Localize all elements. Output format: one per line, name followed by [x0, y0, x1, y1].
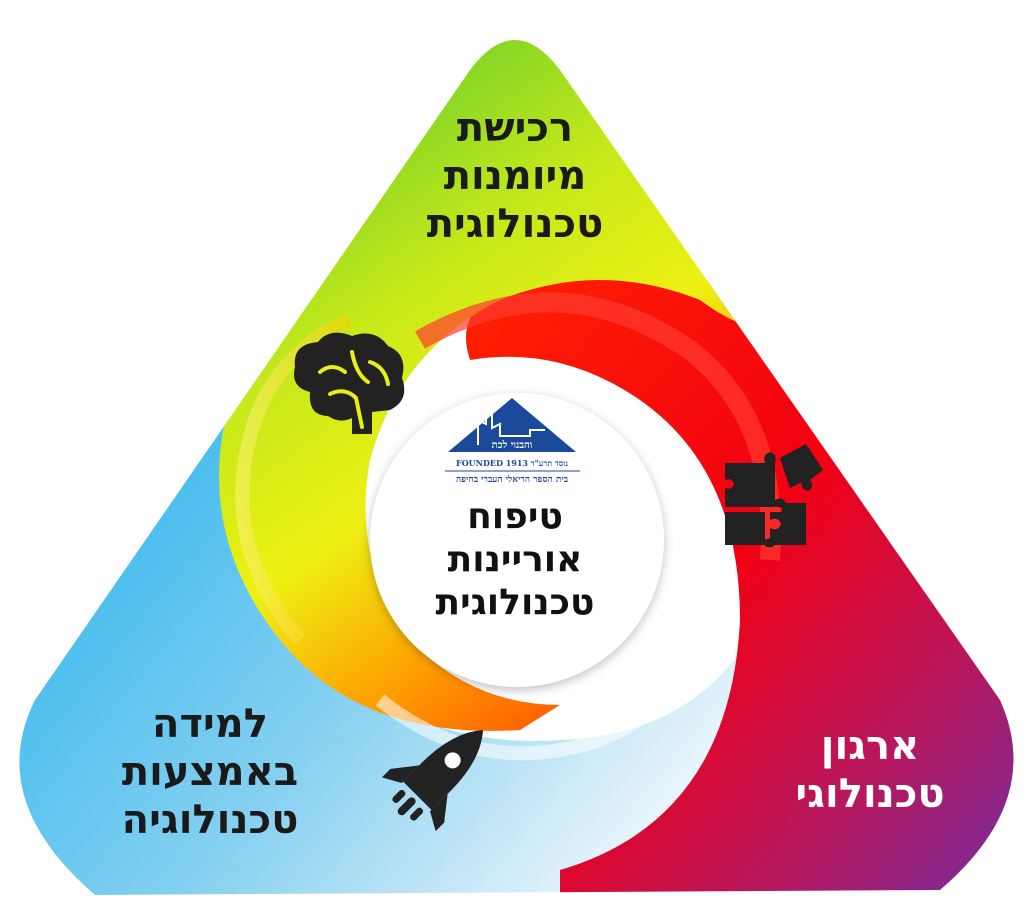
center-label: טיפוח אוריינות טכנולוגית [410, 495, 620, 624]
segment-label-line: באמצעות [121, 749, 299, 795]
center-label-line: טכנולוגית [435, 582, 595, 623]
logo-founded-text: FOUNDED 1913 נוסד תרע"ד [456, 458, 568, 468]
swirl-highlight-blue [375, 519, 730, 761]
puzzle-icon [725, 444, 823, 548]
segment-label-right: ארגון טכנולוגי [770, 722, 970, 818]
logo-factory-outline [477, 411, 545, 445]
brain-icon [294, 332, 405, 434]
logo-triangle [448, 398, 576, 452]
center-label-line: טיפוח [467, 496, 563, 537]
segment-label-line: טכנולוגית [426, 201, 604, 247]
rocket-icon [381, 729, 484, 832]
segment-label-line: מיומנות [443, 153, 587, 199]
segment-label-line: טכנולוגיה [121, 797, 299, 843]
center-label-line: אוריינות [447, 539, 583, 580]
segment-left-blue [19, 360, 760, 895]
segment-label-line: ארגון [820, 723, 920, 769]
logo-banner-text: והבנוי לכת [492, 439, 533, 451]
segment-label-line: למידה [152, 701, 268, 747]
segment-label-top: רכישת מיומנות טכנולוגית [410, 104, 620, 248]
center-circle [370, 393, 664, 687]
school-logo: והבנוי לכת FOUNDED 1913 נוסד תרע"ד בית ה… [445, 398, 580, 485]
segment-label-left: למידה באמצעות טכנולוגיה [95, 700, 325, 844]
segment-label-line: טכנולוגי [795, 771, 945, 817]
logo-school-name: בית הספר הריאלי העברי בחיפה [456, 474, 569, 485]
segment-label-line: רכישת [456, 105, 574, 151]
